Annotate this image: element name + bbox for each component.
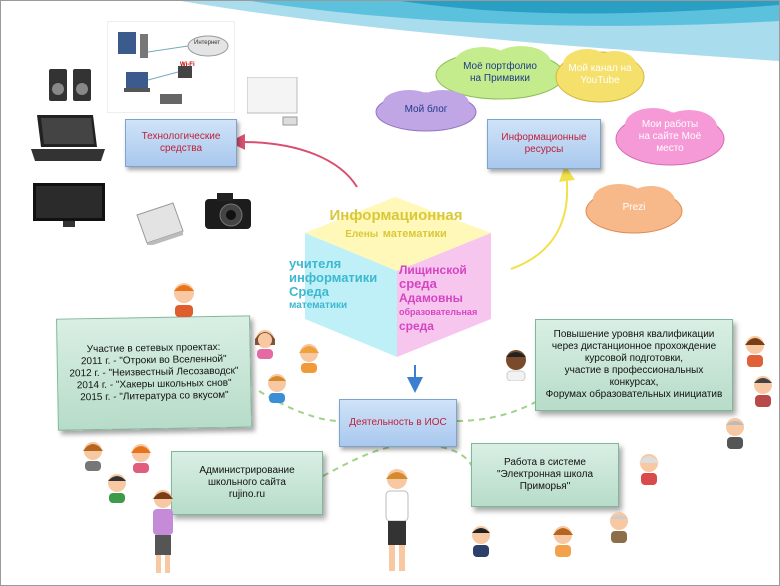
note-ejournal: Работа в системе "Электронная школа Прим… <box>471 443 619 507</box>
word-7: математики <box>289 299 393 313</box>
qual-line-2: курсовой подготовки, <box>585 353 683 365</box>
word-10: Адамовны <box>399 291 509 305</box>
cloud-prezi[interactable]: Prezi <box>583 181 685 235</box>
speakers-icon <box>49 69 95 108</box>
cloud-blog-label: Мой блог <box>405 104 448 116</box>
node-activity[interactable]: Деятельность в ИОС <box>339 399 457 447</box>
cloud-portfolio-label: Моё портфолио на Примвики <box>460 61 540 85</box>
cloud-works[interactable]: Мои работы на сайте Моё место <box>613 105 727 169</box>
scanner-icon <box>133 201 185 250</box>
admin-line-0: Администрирование <box>199 465 294 477</box>
dash-ejournal <box>441 447 473 469</box>
cloud-youtube-label: Мой канал на YouTube <box>567 63 633 87</box>
qual-line-0: Повышение уровня квалификации <box>554 329 715 341</box>
cloud-works-label: Мои работы на сайте Моё место <box>635 119 705 155</box>
network-diagram-image: Интернет Wi-Fi <box>107 21 235 113</box>
ejournal-line-2: Приморья" <box>520 481 571 493</box>
avatar-girl-2 <box>295 341 323 373</box>
center-word-cloud: Информационная Елены математики учителя … <box>285 193 511 361</box>
node-tech-means[interactable]: Технологические средства <box>125 119 237 167</box>
qual-line-1: через дистанционное прохождение <box>552 341 716 353</box>
avatar-girl-1 <box>251 327 279 359</box>
qual-line-5: Форумах образовательных инициатив <box>546 389 723 401</box>
word-cloud-right: Лищинской среда Адамовны образовательная… <box>399 263 509 333</box>
laptop-icon <box>31 113 105 168</box>
cloud-youtube[interactable]: Мой канал на YouTube <box>553 45 647 105</box>
avatar-woman-3 <box>549 523 577 557</box>
word-9: среда <box>399 277 509 291</box>
arrow-to-tech <box>237 142 357 187</box>
whiteboard-icon <box>247 77 299 132</box>
word-8: Лищинской <box>399 263 509 277</box>
note-qualification: Повышение уровня квалификации через дист… <box>535 319 733 411</box>
note-admin: Администрирование школьного сайта rujino… <box>171 451 323 515</box>
projects-line-4: 2015 г. - "Литература со вкусом" <box>80 390 229 405</box>
teacher-center-figure <box>377 467 417 577</box>
note-projects: Участие в сетевых проектах: 2011 г. - "О… <box>56 315 252 430</box>
avatar-boy-3 <box>501 347 531 381</box>
teacher-woman-figure <box>145 487 181 577</box>
avatar-woman-4 <box>741 333 769 367</box>
word-12: среда <box>399 319 509 333</box>
node-info-resources[interactable]: Информационные ресурсы <box>487 119 601 169</box>
avatar-boy-1 <box>169 281 199 317</box>
ejournal-line-1: "Электронная школа <box>497 469 593 481</box>
wifi-label: Wi-Fi <box>180 62 195 68</box>
avatar-woman-2 <box>127 441 155 473</box>
dash-qualification <box>457 399 541 421</box>
avatar-grandma-1 <box>635 451 663 485</box>
qual-line-3: участие в профессиональных <box>565 365 704 377</box>
word-11: образовательная <box>399 305 509 319</box>
word-5: информатики <box>289 271 393 285</box>
word-4: учителя <box>289 257 393 271</box>
arrow-to-info <box>511 173 567 269</box>
word-2: Елены <box>345 229 378 240</box>
camera-icon <box>205 191 253 236</box>
avatar-man-2 <box>467 523 495 557</box>
avatar-woman-1 <box>79 439 107 471</box>
cloud-blog[interactable]: Мой блог <box>373 87 479 133</box>
word-6: Среда <box>289 285 393 299</box>
avatar-man-3 <box>749 373 777 407</box>
avatar-boy-2 <box>263 371 291 403</box>
internet-label: Интернет <box>194 40 220 46</box>
avatar-grandpa-1 <box>605 509 633 543</box>
monitor-icon <box>33 183 105 234</box>
admin-line-2: rujino.ru <box>229 489 265 501</box>
qual-line-4: конкурсах, <box>610 377 659 389</box>
word-cloud-top: Информационная Елены математики <box>321 207 471 242</box>
admin-line-1: школьного сайта <box>208 477 286 489</box>
ejournal-line-0: Работа в системе <box>504 457 586 469</box>
cloud-prezi-label: Prezi <box>623 202 646 214</box>
word-3: математики <box>383 228 447 240</box>
avatar-grandpa-2 <box>721 415 749 449</box>
word-1: Информационная <box>321 207 471 224</box>
avatar-man-1 <box>103 471 131 503</box>
word-cloud-left: учителя информатики Среда математики <box>289 257 393 313</box>
